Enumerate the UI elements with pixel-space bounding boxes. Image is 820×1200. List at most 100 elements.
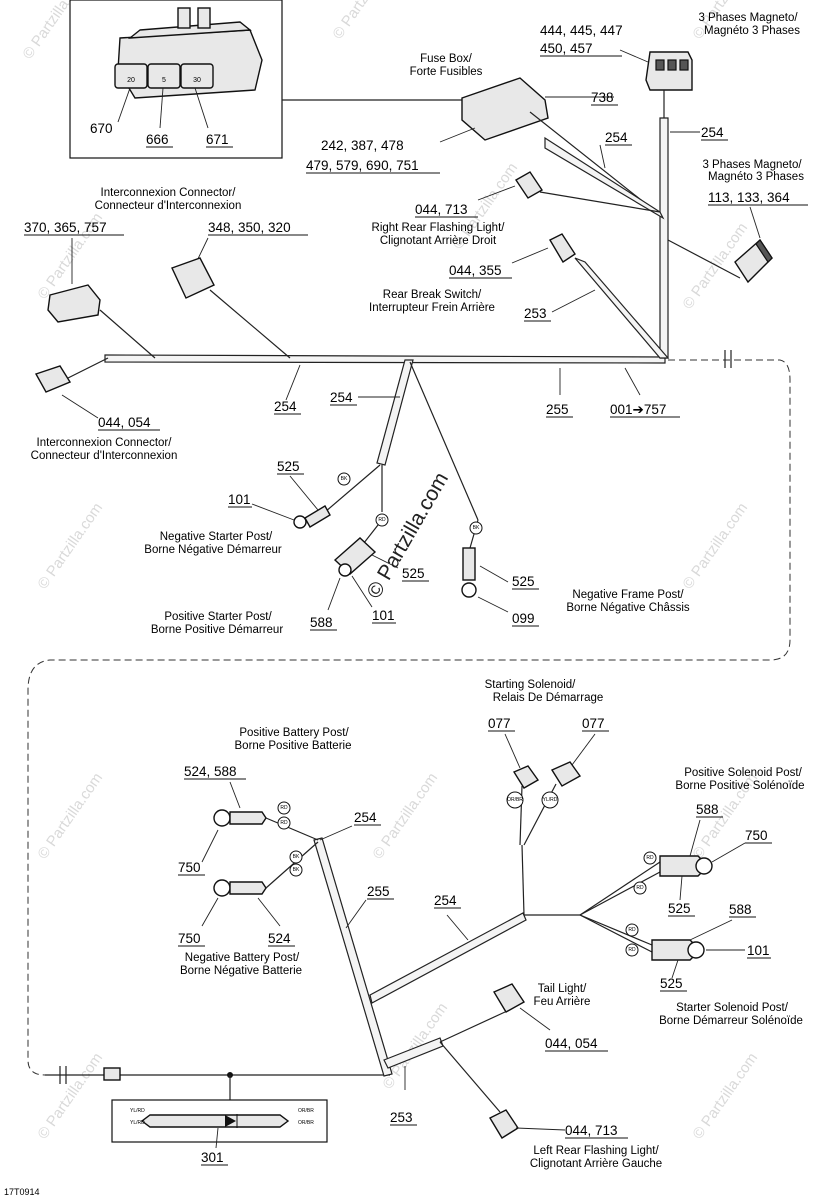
leader-line: [477, 596, 509, 613]
part-callout: 666: [146, 132, 169, 147]
connector-wire: [99, 309, 156, 359]
part-callout: 255: [546, 402, 569, 417]
part-callout: 101: [228, 492, 251, 507]
right-flash-connector: [515, 171, 543, 199]
diode-module: [140, 1114, 290, 1128]
part-callout: 301: [201, 1150, 224, 1165]
part-callout: 253: [390, 1110, 413, 1125]
component-label: Left Rear Flashing Light/: [533, 1145, 659, 1157]
leader-line: [511, 247, 549, 264]
part-callout: 077: [582, 716, 605, 731]
inline-splice: [103, 1067, 121, 1081]
component-label: 3 Phases Magneto/: [702, 159, 802, 171]
component-label: Interconnexion Connector/: [101, 187, 237, 199]
part-callout: 671: [206, 132, 229, 147]
leader-line: [479, 565, 509, 583]
part-callout: 101: [372, 608, 395, 623]
component-label: 3 Phases Magneto/: [698, 12, 798, 24]
part-callout: 444, 445, 447: [540, 23, 623, 38]
part-callout: 254: [434, 893, 457, 908]
part-callout: 254: [330, 390, 353, 405]
part-callout: 113, 133, 364: [708, 190, 790, 205]
leader-line: [689, 819, 701, 857]
wire-tag-rd: RD: [625, 923, 639, 937]
leader-line: [551, 289, 596, 313]
relay-connector-b: [550, 761, 582, 787]
ring-terminal: [687, 941, 705, 959]
part-callout: 242, 387, 478: [321, 138, 404, 153]
component-label: Positive Battery Post/: [239, 727, 349, 739]
diode-symbol: [225, 1115, 236, 1127]
component-label: Borne Positive Démarreur: [151, 624, 283, 636]
component-label: Negative Battery Post/: [185, 952, 300, 964]
wire-tag-rd: RD: [277, 801, 291, 815]
part-callout: 370, 365, 757: [24, 220, 107, 235]
neg-starter-wire: [324, 464, 381, 513]
part-callout: 750: [178, 931, 201, 946]
leader-line: [215, 1127, 219, 1149]
fuse-value: 5: [162, 77, 166, 84]
wire-tag-bk: BK: [469, 521, 483, 535]
upper-harness: 738 Fuse Box/ Forte Fusibles 242, 387, 4…: [24, 12, 808, 1076]
main-trunk: [104, 354, 666, 364]
wire-tag-orbr: OR/BR: [506, 791, 524, 809]
diode-detail-box: [111, 1099, 328, 1143]
component-label: Borne Négative Démarreur: [144, 544, 282, 556]
leader-line: [439, 127, 476, 143]
leader-line: [519, 1007, 551, 1031]
svg-text:BK: BK: [293, 867, 300, 873]
svg-text:YL/RD: YL/RD: [543, 797, 558, 803]
wire-tag-bk: BK: [289, 850, 303, 864]
component-label: Borne Positive Batterie: [235, 740, 352, 752]
wire-tag-ylrd: YL/RD: [541, 791, 559, 809]
svg-text:BK: BK: [341, 476, 348, 482]
magneto-branch: [659, 117, 669, 359]
right-flash-wire: [539, 191, 661, 213]
wire-tag-rd: RD: [277, 816, 291, 830]
svg-text:RD: RD: [280, 805, 288, 811]
part-callout: 101: [747, 943, 770, 958]
leader-line: [201, 829, 219, 863]
part-callout: 099: [512, 611, 535, 626]
component-label: Right Rear Flashing Light/: [372, 222, 506, 234]
fuse-value: 20: [127, 77, 135, 84]
leader-line: [251, 503, 295, 521]
ring-terminal: [293, 515, 307, 529]
starter-solenoid-wire: [579, 914, 653, 953]
fuse-holder-latch: [177, 7, 191, 29]
frame-terminal: [462, 547, 476, 581]
fuse-holder-latch: [197, 7, 211, 29]
left-flash-connector: [489, 1109, 519, 1139]
leader-line: [351, 575, 373, 608]
part-callout: 254: [354, 810, 377, 825]
connector-pin: [655, 59, 665, 71]
component-label: Borne Négative Châssis: [566, 602, 690, 614]
component-label: Borne Négative Batterie: [180, 965, 302, 977]
part-callout: 044, 054: [545, 1036, 598, 1051]
diode-lead-label: OR/BR: [298, 1120, 314, 1126]
part-callout: 077: [488, 716, 511, 731]
frame-drop-wire: [409, 361, 479, 521]
component-label: Borne Positive Solénoïde: [675, 780, 804, 792]
document-id: 17T0914: [4, 1187, 40, 1197]
part-callout: 525: [668, 901, 691, 916]
interconnexion-connector-a: [47, 284, 101, 323]
fuse-value: 30: [193, 77, 201, 84]
component-label: Magnéto 3 Phases: [704, 25, 800, 37]
connector-pin: [667, 59, 677, 71]
pos-solenoid-wire: [579, 871, 661, 916]
leader-line: [194, 87, 209, 129]
part-callout: 254: [701, 125, 724, 140]
part-callout: 525: [402, 566, 425, 581]
pos-solenoid-wire: [579, 861, 661, 916]
leader-line: [624, 367, 641, 396]
part-callout: 524, 588: [184, 764, 237, 779]
fuse-box-connector: [461, 77, 549, 141]
watermark-text: © Partzilla.com: [689, 1050, 761, 1143]
leader-line: [689, 919, 733, 941]
interconnexion-connector-b: [171, 257, 215, 299]
part-callout: 044, 713: [415, 202, 468, 217]
component-label: Rear Break Switch/: [383, 289, 482, 301]
part-callout: 750: [745, 828, 768, 843]
watermark-text: © Partzilla.com: [19, 0, 91, 62]
